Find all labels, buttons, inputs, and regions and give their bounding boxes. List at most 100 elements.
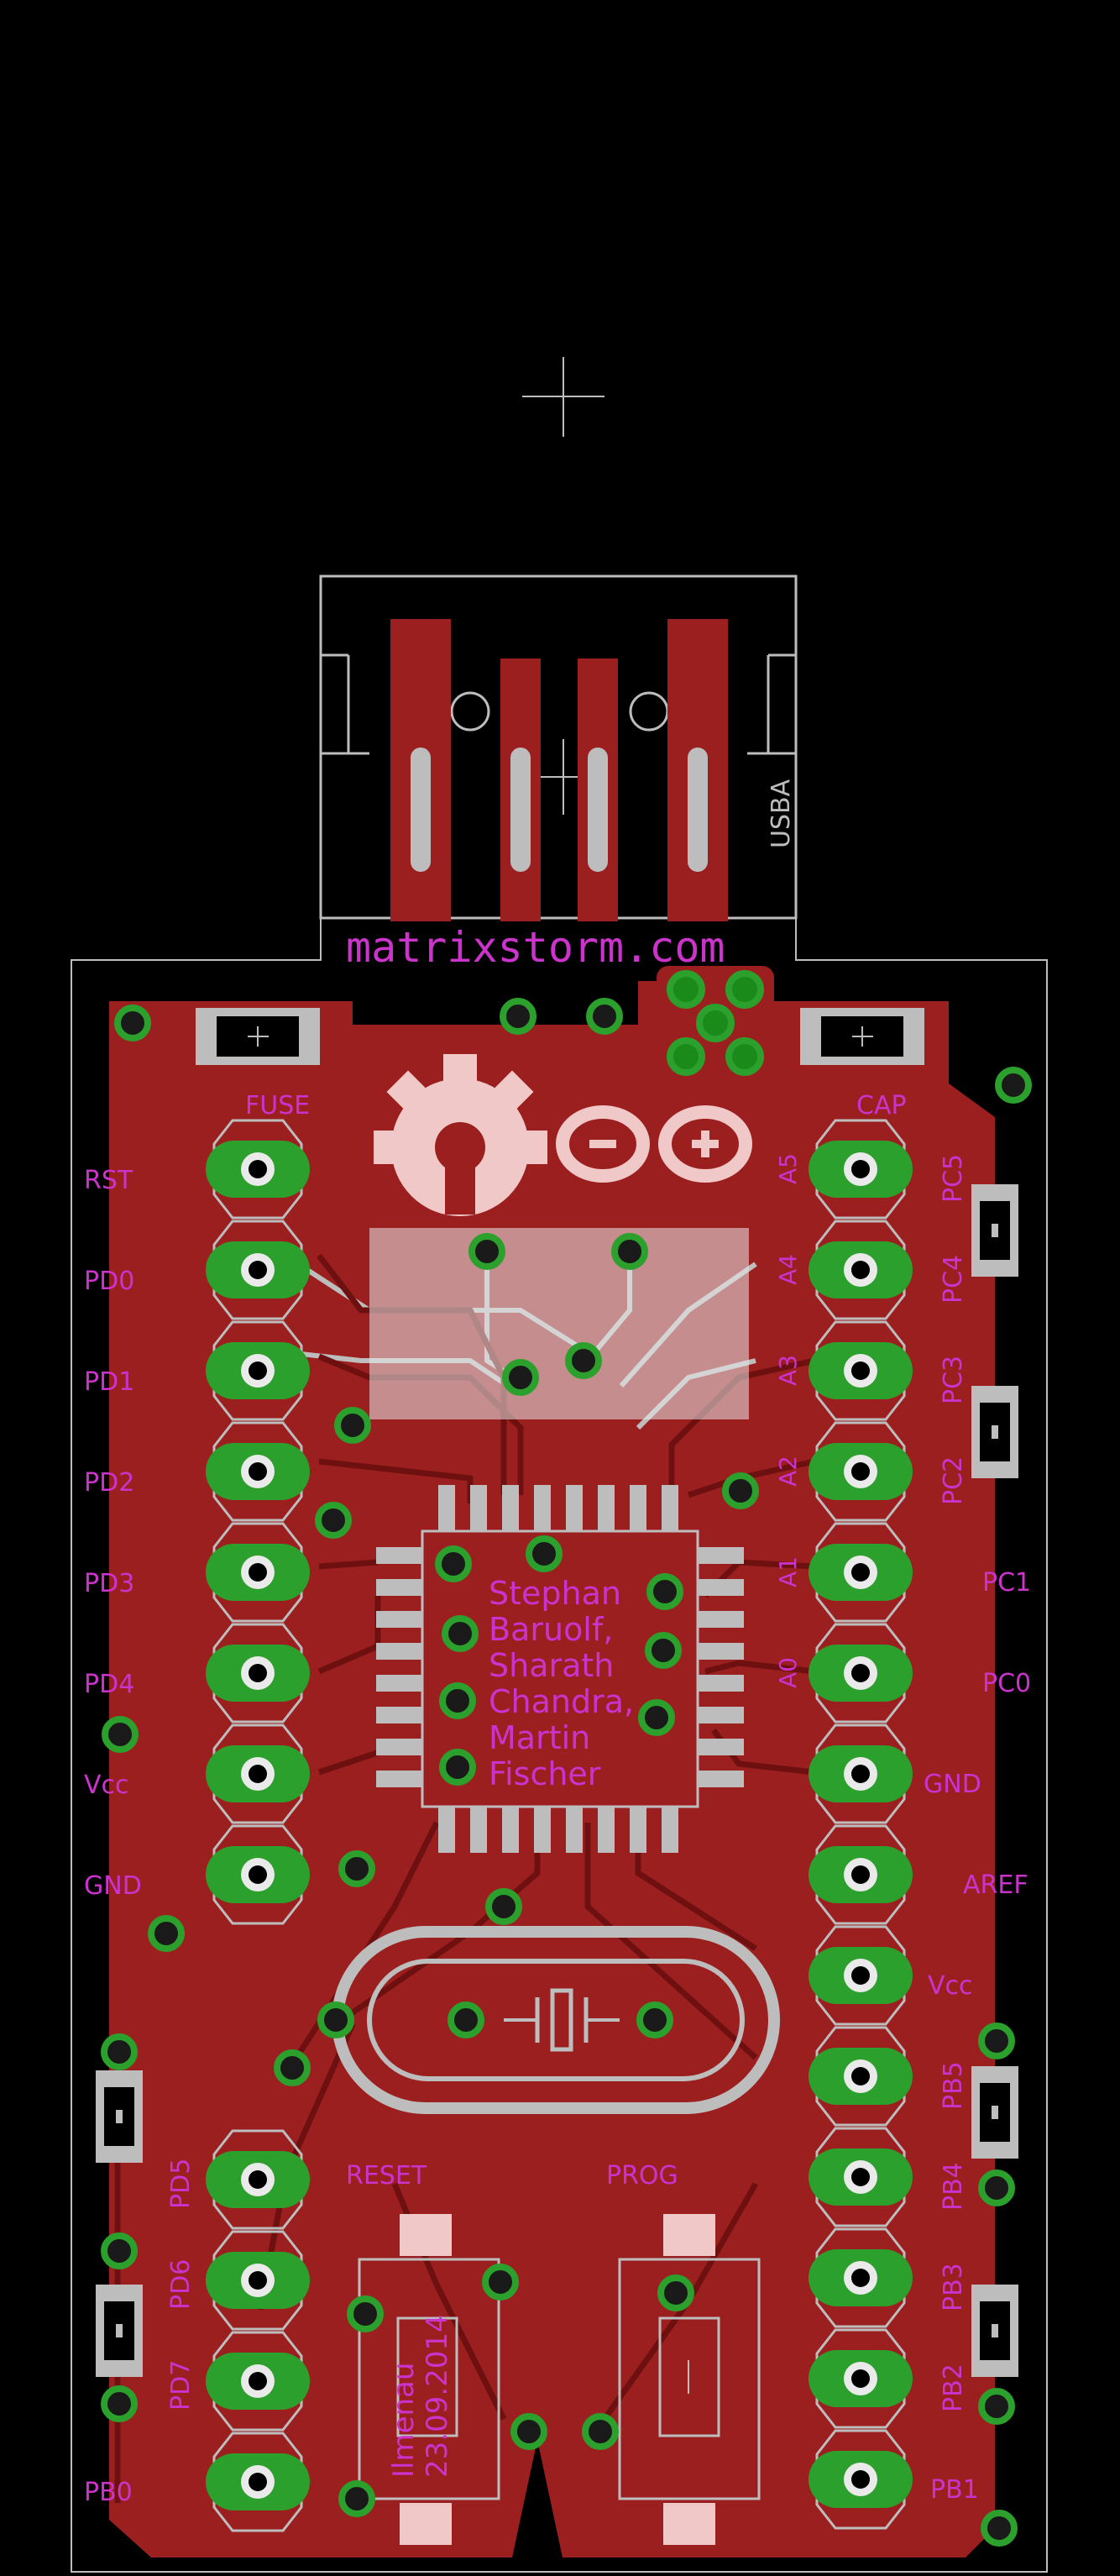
header-pad bbox=[809, 1623, 913, 1723]
credit-line: Martin bbox=[489, 1719, 590, 1756]
via bbox=[722, 1472, 759, 1509]
pin-label: PB0 bbox=[84, 2478, 133, 2507]
pin-label: PD4 bbox=[84, 1670, 134, 1699]
mcu-pin bbox=[470, 1807, 487, 1853]
open-hardware-logo bbox=[374, 1054, 547, 1216]
via bbox=[485, 1888, 522, 1925]
header-pad bbox=[206, 1320, 310, 1421]
header-pad bbox=[206, 2432, 310, 2532]
via bbox=[638, 1699, 675, 1736]
mcu-pin bbox=[698, 1643, 744, 1660]
smd-part bbox=[96, 2070, 143, 2163]
mcu-pin bbox=[698, 1739, 744, 1755]
mcu-pin bbox=[376, 1739, 422, 1755]
pin-label: PB1 bbox=[930, 2475, 979, 2505]
via bbox=[995, 1067, 1032, 1104]
via bbox=[645, 1632, 682, 1669]
header-pad bbox=[809, 1119, 913, 1220]
analog-label: A4 bbox=[774, 1254, 802, 1285]
via bbox=[636, 2002, 673, 2038]
header-pad bbox=[809, 1320, 913, 1421]
mcu-pin bbox=[598, 1485, 615, 1531]
via bbox=[482, 2264, 519, 2301]
header-pad bbox=[809, 1220, 913, 1320]
analog-label: A3 bbox=[774, 1355, 802, 1386]
via bbox=[667, 970, 705, 1009]
analog-label: A0 bbox=[774, 1657, 802, 1688]
cap-part bbox=[800, 1008, 924, 1065]
origin-crosshair bbox=[522, 357, 604, 437]
mcu-pin bbox=[662, 1807, 678, 1853]
header-pad bbox=[206, 1421, 310, 1522]
via bbox=[102, 1716, 139, 1753]
smd-part bbox=[971, 2285, 1018, 2377]
via bbox=[611, 1233, 648, 1270]
pin-label: PD2 bbox=[84, 1468, 134, 1498]
smd-part bbox=[971, 1184, 1018, 1277]
via bbox=[447, 2002, 484, 2038]
via bbox=[439, 1749, 476, 1786]
small-smd-parts bbox=[96, 1184, 1018, 2377]
pin-label: PD3 bbox=[84, 1569, 134, 1598]
header-pad bbox=[206, 2230, 310, 2331]
pin-label: GND bbox=[924, 1770, 981, 1799]
header-pad bbox=[206, 2129, 310, 2230]
pin-label: PC5 bbox=[939, 1154, 968, 1203]
arduino-logo bbox=[556, 1105, 752, 1183]
via bbox=[978, 2388, 1015, 2425]
pin-label: PD6 bbox=[166, 2259, 196, 2310]
pin-label: AREF bbox=[963, 1870, 1028, 1900]
via bbox=[981, 2510, 1018, 2547]
mcu-pin bbox=[534, 1807, 551, 1853]
header-pad bbox=[206, 1220, 310, 1320]
microcontroller bbox=[376, 1485, 744, 1853]
pin-label: PC1 bbox=[982, 1568, 1031, 1598]
header-pad bbox=[206, 1723, 310, 1824]
credit-line: Chandra, bbox=[489, 1683, 634, 1720]
mcu-pin bbox=[376, 1675, 422, 1692]
via bbox=[442, 1615, 479, 1652]
mcu-pin bbox=[698, 1771, 744, 1787]
via bbox=[502, 1359, 539, 1396]
pin-label: PB4 bbox=[939, 2162, 968, 2211]
header-right bbox=[809, 1119, 913, 2530]
mcu-pin bbox=[598, 1807, 615, 1853]
via bbox=[101, 2033, 138, 2070]
via bbox=[338, 2480, 375, 2517]
header-pad bbox=[809, 1723, 913, 1824]
mcu-pin bbox=[376, 1579, 422, 1596]
header-pad bbox=[206, 2331, 310, 2432]
arduino-logo-signs bbox=[589, 1131, 719, 1157]
via bbox=[101, 2232, 138, 2269]
fuse-part bbox=[196, 1008, 320, 1065]
header-pad bbox=[809, 1421, 913, 1522]
via bbox=[347, 2295, 384, 2332]
via bbox=[565, 1342, 602, 1379]
prog-button-part bbox=[618, 2214, 761, 2545]
via bbox=[978, 2169, 1015, 2206]
pin-label: RST bbox=[84, 1166, 133, 1195]
header-pad bbox=[809, 1925, 913, 2026]
header-pad bbox=[809, 2127, 913, 2227]
pin-label: PD5 bbox=[166, 2159, 196, 2209]
mcu-pin bbox=[502, 1807, 519, 1853]
analog-label: A2 bbox=[774, 1456, 802, 1487]
header-pad bbox=[206, 1119, 310, 1220]
reset-label: RESET bbox=[346, 2161, 427, 2190]
mcu-pin bbox=[376, 1707, 422, 1723]
credit-line: Stephan bbox=[489, 1575, 621, 1612]
via bbox=[667, 1037, 705, 1076]
header-pad bbox=[809, 1824, 913, 1925]
mcu-pin bbox=[566, 1807, 583, 1853]
mcu-pin bbox=[630, 1807, 646, 1853]
pin-label: PB3 bbox=[939, 2263, 968, 2311]
pin-label: PC4 bbox=[939, 1255, 968, 1304]
header-pad bbox=[809, 2328, 913, 2429]
via bbox=[725, 1037, 764, 1076]
mcu-pin bbox=[698, 1611, 744, 1628]
via bbox=[586, 998, 623, 1035]
brand-label: matrixstorm.com bbox=[346, 923, 725, 972]
via bbox=[439, 1682, 476, 1719]
